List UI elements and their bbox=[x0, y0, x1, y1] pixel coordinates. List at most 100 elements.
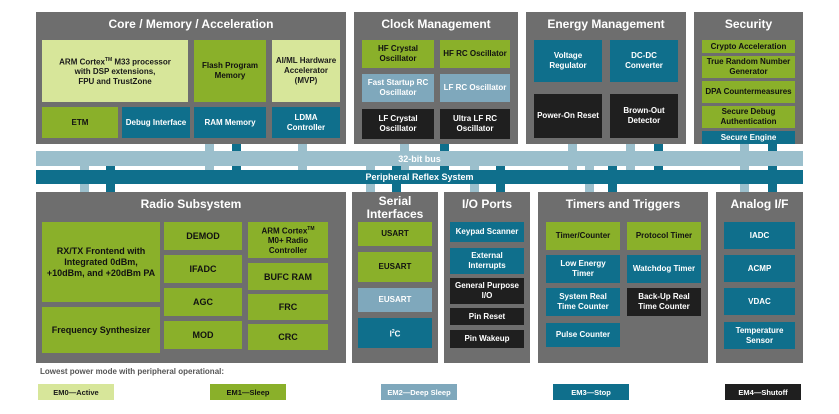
debug-interface-label: Debug Interface bbox=[125, 117, 187, 127]
acmp-label: ACMP bbox=[747, 263, 772, 273]
pcnt-label: Pulse Counter bbox=[555, 330, 611, 339]
usart-label: USART bbox=[381, 229, 409, 238]
frc-label: FRC bbox=[278, 302, 298, 312]
hf-crystal-oscillator-block: HF Crystal Oscillator bbox=[362, 40, 434, 68]
eusart-block-1: EUSART bbox=[358, 252, 432, 282]
sdebug-label: Secure Debug Authentication bbox=[720, 107, 777, 126]
agc-block: AGC bbox=[164, 288, 242, 316]
ram-memory-block: RAM Memory bbox=[194, 107, 266, 138]
io-ports-panel: I/O Ports Keypad Scanner External Interr… bbox=[444, 192, 530, 363]
general-purpose-io-block: General Purpose I/O bbox=[450, 278, 524, 304]
prot-label: Protocol Timer bbox=[635, 231, 693, 240]
bufc-label: BUFC RAM bbox=[264, 271, 312, 282]
crypto-label: Crypto Acceleration bbox=[710, 41, 787, 51]
eusart-block-2: EUSART bbox=[358, 288, 432, 312]
etm-block: ETM bbox=[42, 107, 118, 138]
ifadc-label: IFADC bbox=[189, 264, 217, 274]
iadc-block: IADC bbox=[724, 222, 795, 249]
ifadc-block: IFADC bbox=[164, 255, 242, 283]
lfrco-label: LF RC Oscillator bbox=[443, 83, 507, 92]
rx-tx-frontend-block: RX/TX Frontend with Integrated 0dBm, +10… bbox=[42, 222, 160, 302]
i2c-tail: C bbox=[394, 329, 401, 339]
secure-debug-authentication-block: Secure Debug Authentication bbox=[702, 106, 795, 128]
clock-management-panel: Clock Management HF Crystal Oscillator H… bbox=[354, 12, 518, 144]
fast-startup-rc-oscillator-block: Fast Startup RC Oscillator bbox=[362, 74, 434, 102]
bod-label: Brown-Out Detector bbox=[623, 106, 665, 125]
ldma-label: LDMA Controller bbox=[286, 112, 326, 132]
security-panel: Security Crypto Acceleration True Random… bbox=[694, 12, 803, 144]
timers-panel-title: Timers and Triggers bbox=[565, 197, 681, 211]
cortex-m33-tm: TM bbox=[104, 56, 113, 63]
32-bit-bus: 32-bit bus bbox=[36, 151, 803, 166]
system-real-time-counter-block: System Real Time Counter bbox=[546, 288, 620, 316]
debug-interface-block: Debug Interface bbox=[122, 107, 190, 138]
cortex-m33-line1: ARM Cortex bbox=[59, 57, 105, 67]
serial-interfaces-panel: Serial Interfaces USART EUSART EUSART I2… bbox=[352, 192, 438, 363]
security-panel-title: Security bbox=[724, 17, 773, 31]
trng-label: True Random Number Generator bbox=[706, 57, 791, 76]
bufc-ram-block: BUFC RAM bbox=[248, 263, 328, 290]
radio-panel-title: Radio Subsystem bbox=[140, 197, 242, 211]
dpa-label: DPA Countermeasures bbox=[705, 87, 792, 96]
dcdc-converter-block: DC-DC Converter bbox=[610, 40, 678, 82]
serial-panel-title: Serial Interfaces bbox=[352, 195, 438, 221]
aiml-label: AI/ML Hardware Accelerator (MVP) bbox=[275, 56, 337, 85]
cortex-m33-processor-block: ARM CortexTM M33 processor with DSP exte… bbox=[42, 40, 188, 102]
m0-tm: TM bbox=[307, 225, 315, 232]
vreg-label: Voltage Regulator bbox=[549, 51, 587, 70]
analog-panel-title: Analog I/F bbox=[730, 197, 789, 211]
eusart1-label: EUSART bbox=[378, 262, 412, 271]
letimer-label: Low Energy Timer bbox=[560, 259, 606, 278]
vdac-block: VDAC bbox=[724, 288, 795, 315]
cortex-m33-line1b: M33 processor bbox=[112, 57, 171, 67]
analog-if-panel: Analog I/F IADC ACMP VDAC Temperature Se… bbox=[716, 192, 803, 363]
backup-real-time-counter-block: Back-Up Real Time Counter bbox=[627, 288, 701, 316]
timer-label: Timer/Counter bbox=[555, 231, 611, 240]
legend-em2-deep-sleep: EM2—Deep Sleep bbox=[381, 384, 457, 400]
core-panel-title: Core / Memory / Acceleration bbox=[108, 17, 274, 31]
eusart2-label: EUSART bbox=[378, 295, 412, 304]
usart-block: USART bbox=[358, 222, 432, 246]
energy-management-panel: Energy Management Voltage Regulator DC-D… bbox=[526, 12, 686, 144]
cortex-m33-line3: FPU and TrustZone bbox=[78, 77, 152, 87]
aiml-accelerator-block: AI/ML Hardware Accelerator (MVP) bbox=[272, 40, 340, 102]
cortex-m0-radio-controller-block: ARM CortexTM M0+ Radio Controller bbox=[248, 222, 328, 258]
keypad-scanner-block: Keypad Scanner bbox=[450, 222, 524, 242]
agc-label: AGC bbox=[193, 297, 213, 307]
temperature-sensor-block: Temperature Sensor bbox=[724, 322, 795, 349]
radio-subsystem-panel: Radio Subsystem RX/TX Frontend with Inte… bbox=[36, 192, 346, 363]
energy-panel-title: Energy Management bbox=[547, 17, 665, 31]
low-energy-timer-block: Low Energy Timer bbox=[546, 255, 620, 283]
power-on-reset-block: Power-On Reset bbox=[534, 94, 602, 138]
ram-label: RAM Memory bbox=[204, 117, 256, 127]
legend-em0-active: EM0—Active bbox=[38, 384, 114, 400]
acmp-block: ACMP bbox=[724, 255, 795, 282]
mod-label: MOD bbox=[192, 330, 214, 340]
timer-counter-block: Timer/Counter bbox=[546, 222, 620, 250]
crc-block: CRC bbox=[248, 324, 328, 350]
lfxo-label: LF Crystal Oscillator bbox=[378, 114, 418, 133]
watchdog-timer-block: Watchdog Timer bbox=[627, 255, 701, 283]
m0-line2: M0+ Radio bbox=[267, 236, 309, 246]
synth-label: Frequency Synthesizer bbox=[51, 325, 151, 335]
temp-label: Temperature Sensor bbox=[735, 325, 784, 345]
lf-rc-oscillator-block: LF RC Oscillator bbox=[440, 74, 510, 102]
sengine-label: Secure Engine bbox=[720, 132, 777, 142]
sysrtc-label: System Real Time Counter bbox=[557, 292, 609, 311]
iadc-label: IADC bbox=[749, 230, 770, 240]
legend-em1-sleep: EM1—Sleep bbox=[210, 384, 286, 400]
ulfrco-label: Ultra LF RC Oscillator bbox=[453, 114, 497, 133]
32-bit-bus-label: 32-bit bus bbox=[398, 153, 441, 164]
mod-block: MOD bbox=[164, 321, 242, 349]
serial-title-line1: Serial bbox=[378, 194, 412, 208]
wdog-label: Watchdog Timer bbox=[632, 264, 696, 273]
true-random-number-generator-block: True Random Number Generator bbox=[702, 56, 795, 78]
frontend-label: RX/TX Frontend with Integrated 0dBm, +10… bbox=[46, 245, 156, 278]
burtc-label: Back-Up Real Time Counter bbox=[638, 292, 690, 311]
cortex-m33-line2: with DSP extensions, bbox=[74, 67, 156, 77]
keypad-label: Keypad Scanner bbox=[455, 227, 519, 236]
external-interrupts-block: External Interrupts bbox=[450, 248, 524, 274]
brown-out-detector-block: Brown-Out Detector bbox=[610, 94, 678, 138]
io-panel-title: I/O Ports bbox=[461, 197, 512, 211]
ldma-controller-block: LDMA Controller bbox=[272, 107, 340, 138]
